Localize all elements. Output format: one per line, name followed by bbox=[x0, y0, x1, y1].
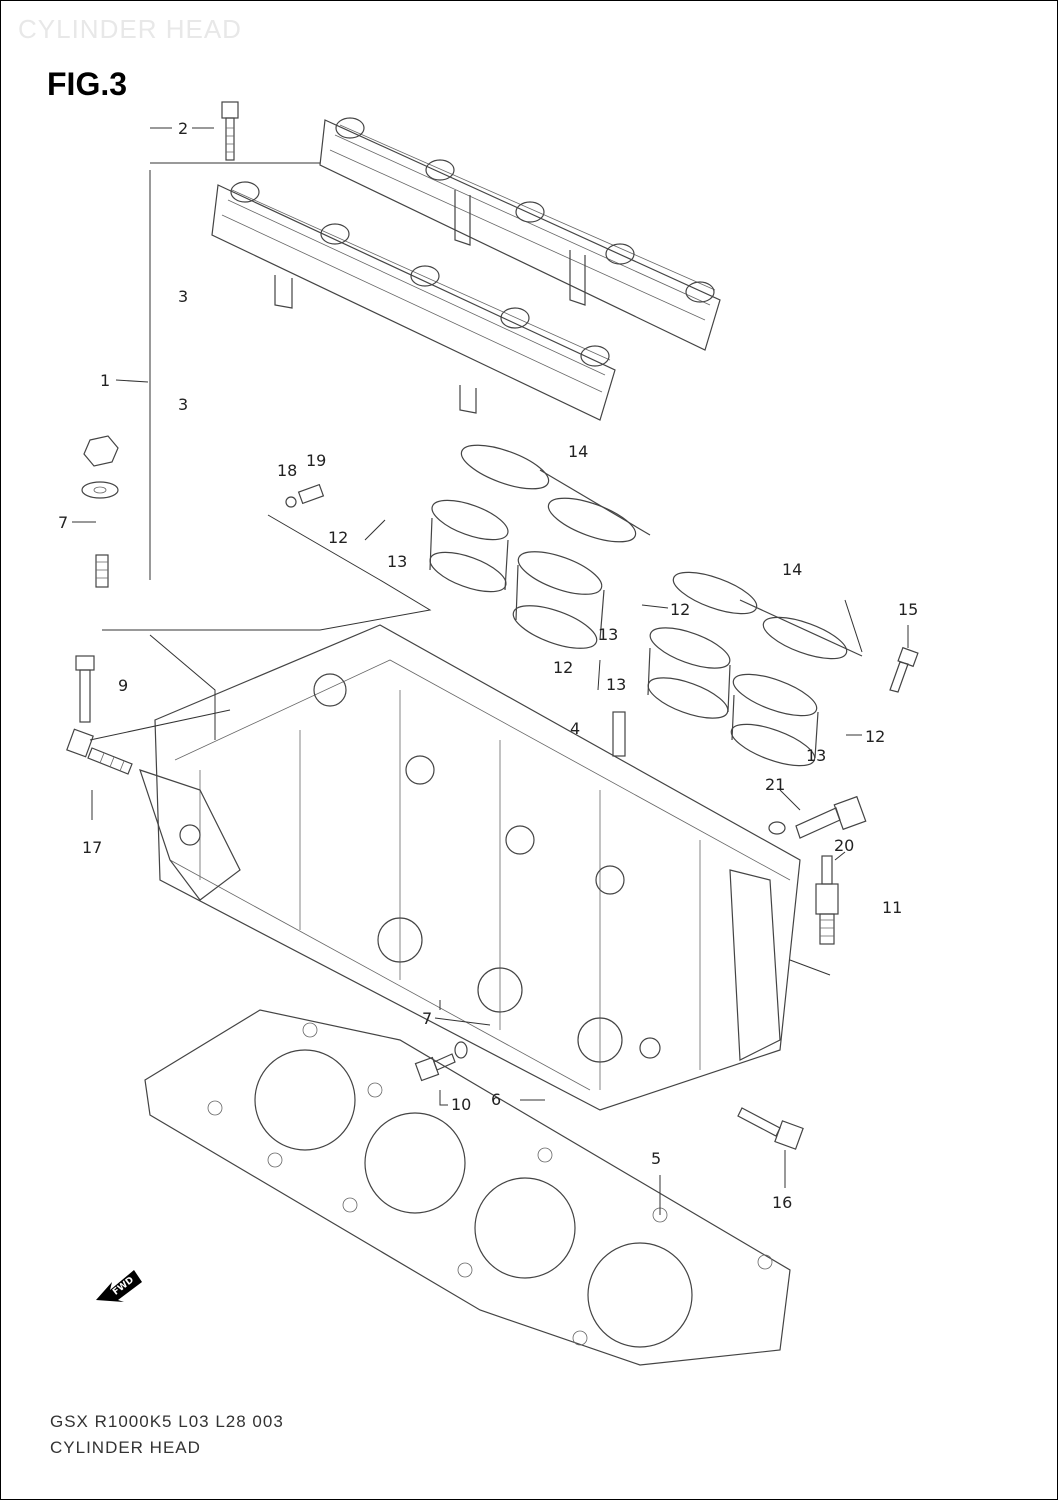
callout-3: 3 bbox=[178, 287, 188, 306]
callout-20: 20 bbox=[834, 836, 854, 855]
callout-6: 6 bbox=[491, 1090, 501, 1109]
callout-12-mid: 12 bbox=[670, 600, 690, 619]
camshaft-holder-lower bbox=[211, 181, 616, 421]
footer-section-name: CYLINDER HEAD bbox=[50, 1438, 201, 1457]
callout-14-left: 14 bbox=[568, 442, 588, 461]
head-gasket-5 bbox=[144, 1009, 791, 1366]
bolt-9 bbox=[75, 655, 95, 723]
callout-13-left: 13 bbox=[387, 552, 407, 571]
callout-2: 2 bbox=[178, 119, 188, 138]
callout-13-mid: 13 bbox=[598, 625, 618, 644]
callout-3-lower: 3 bbox=[178, 395, 188, 414]
nut-washer-stud-7 bbox=[81, 435, 119, 588]
callout-21: 21 bbox=[765, 775, 785, 794]
fitting-18-19 bbox=[285, 483, 325, 508]
bolt-2 bbox=[221, 101, 239, 161]
callout-14-right: 14 bbox=[782, 560, 802, 579]
spark-plug-11 bbox=[815, 855, 839, 945]
intake-pipe-group-right bbox=[647, 571, 863, 767]
figure-title: FIG.3 bbox=[47, 66, 128, 102]
sensor-21 bbox=[768, 795, 867, 839]
callout-9: 9 bbox=[118, 676, 128, 695]
callout-7: 7 bbox=[58, 513, 68, 532]
callout-12-left: 12 bbox=[328, 528, 348, 547]
dowel-4 bbox=[612, 711, 626, 757]
callout-10: 10 bbox=[451, 1095, 471, 1114]
callout-12-lower: 12 bbox=[553, 658, 573, 677]
callout-17: 17 bbox=[82, 838, 102, 857]
callout-18: 18 bbox=[277, 461, 297, 480]
watermark-title: CYLINDER HEAD bbox=[18, 14, 242, 44]
callout-8: 7 bbox=[422, 1009, 432, 1028]
bolt-17 bbox=[66, 728, 133, 775]
callout-13-lower: 13 bbox=[606, 675, 626, 694]
bolt-15 bbox=[889, 646, 919, 693]
bolt-16 bbox=[737, 1107, 804, 1150]
cylinder-head bbox=[139, 624, 801, 1111]
callout-19: 19 bbox=[306, 451, 326, 470]
bolt-10 bbox=[414, 1041, 468, 1082]
camshaft-holder-upper bbox=[319, 117, 721, 351]
callout-5: 5 bbox=[651, 1149, 661, 1168]
callout-4: 4 bbox=[570, 719, 580, 738]
footer-model-code: GSX R1000K5 L03 L28 003 bbox=[50, 1412, 284, 1431]
forward-direction-arrow: FWD bbox=[96, 1270, 142, 1302]
callout-labels: 2 3 1 3 14 18 19 7 12 13 14 15 12 13 12 … bbox=[58, 119, 918, 1212]
callout-11: 11 bbox=[882, 898, 902, 917]
callout-12-right: 12 bbox=[865, 727, 885, 746]
callout-13-right: 13 bbox=[806, 746, 826, 765]
callout-15: 15 bbox=[898, 600, 918, 619]
leader-lines bbox=[72, 127, 909, 1215]
callout-16: 16 bbox=[772, 1193, 792, 1212]
intake-pipe-group-left bbox=[429, 444, 651, 649]
callout-1: 1 bbox=[100, 371, 110, 390]
